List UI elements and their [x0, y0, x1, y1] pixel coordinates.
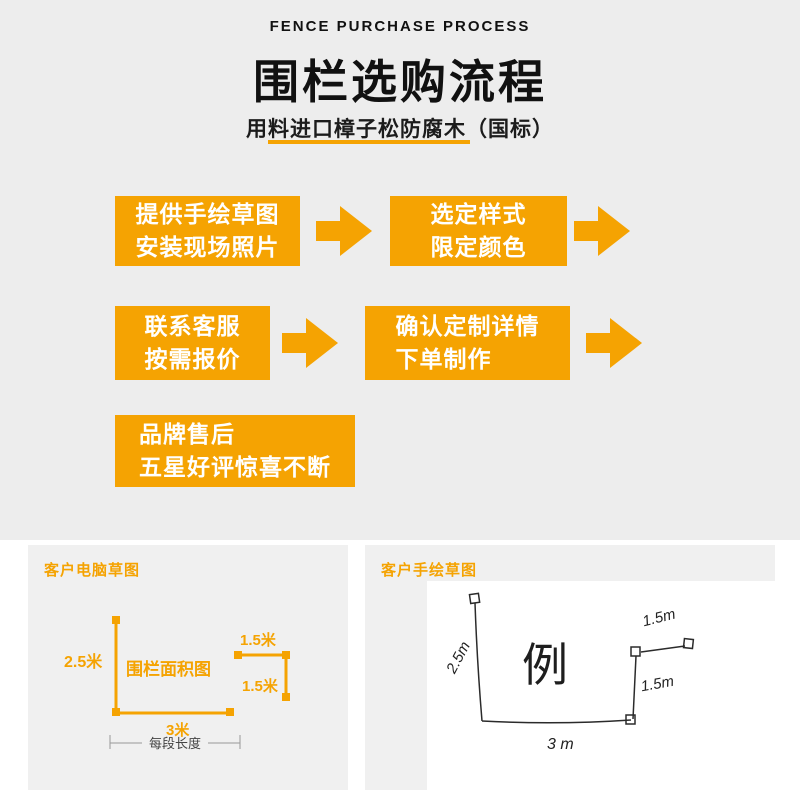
hand-line-left: [474, 602, 483, 722]
hand-post-square: [468, 592, 481, 605]
arrow-head: [610, 318, 642, 368]
eyebrow-text: FENCE PURCHASE PROCESS: [269, 18, 531, 35]
arrow-shaft: [282, 333, 306, 353]
post-square: [282, 693, 290, 701]
flow-step-5-text: 品牌售后 五星好评惊喜不断: [139, 418, 331, 485]
fence-outline: [114, 621, 288, 715]
flow-step-4-text: 确认定制详情 下单制作: [396, 310, 540, 377]
label-example-char: 例: [522, 639, 568, 691]
subtitle-underline: [268, 140, 470, 144]
label-segment-length: 每段长度: [149, 736, 201, 751]
hand-line-right: [632, 655, 637, 720]
flow-step-1-text: 提供手绘草图 安装现场照片: [136, 198, 280, 265]
flow-step-4-line-1: 确认定制详情: [395, 312, 540, 339]
label-left-length: 2.5米: [64, 652, 103, 671]
flow-step-2-text: 选定样式 限定颜色: [431, 198, 527, 265]
arrow-head: [598, 206, 630, 256]
flow-step-3-line-1: 联系客服: [144, 312, 241, 339]
hand-sketch-panel: 客户手绘草图 例 2.5m 3 m 1.5m 1.: [365, 545, 775, 790]
hand-line-top-right: [640, 645, 686, 653]
hand-post-square: [682, 637, 695, 650]
arrow-right-icon: [574, 206, 630, 256]
arrow-shaft: [574, 221, 598, 241]
arrow-head: [340, 206, 372, 256]
hand-label-bottom: 3 m: [547, 736, 574, 753]
flow-step-4-line-2: 下单制作: [395, 346, 492, 372]
arrow-shaft: [316, 221, 340, 241]
hand-post-square: [630, 646, 641, 657]
arrow-head: [306, 318, 338, 368]
fence-post-squares: [112, 616, 290, 716]
hand-fence-outline: [468, 592, 695, 725]
computer-sketch-labels: 2.5米 围栏面积图 1.5米 1.5米 3米: [64, 631, 279, 739]
hand-line-bottom: [481, 719, 632, 724]
hand-post-square: [625, 714, 636, 725]
post-square: [112, 616, 120, 624]
header-section: FENCE PURCHASE PROCESS 围栏选购流程 用料进口樟子松防腐木…: [0, 0, 800, 540]
post-square: [112, 708, 120, 716]
flow-step-2-line-1: 选定样式: [430, 200, 527, 227]
arrow-shaft: [586, 333, 610, 353]
label-right-length: 1.5米: [242, 677, 279, 695]
hand-label-top-right: 1.5m: [641, 606, 677, 631]
hand-sketch-title: 客户手绘草图: [381, 562, 478, 579]
arrow-right-icon: [586, 318, 642, 368]
flow-step-3: 联系客服 按需报价: [115, 306, 270, 380]
label-top-right-length: 1.5米: [240, 631, 277, 649]
arrow-right-icon: [282, 318, 338, 368]
flow-step-3-line-2: 按需报价: [144, 346, 241, 372]
flow-step-5-line-1: 品牌售后: [139, 420, 235, 447]
page-title: 围栏选购流程: [253, 56, 547, 108]
flow-step-3-text: 联系客服 按需报价: [145, 310, 241, 377]
post-square: [282, 651, 290, 659]
flow-step-2: 选定样式 限定颜色: [390, 196, 567, 266]
flow-step-2-line-2: 限定颜色: [430, 234, 527, 260]
flow-step-5: 品牌售后 五星好评惊喜不断: [115, 415, 355, 487]
subtitle-text: 用料进口樟子松防腐木（国标）: [246, 118, 554, 141]
hand-label-left: 2.5m: [443, 639, 474, 677]
label-bottom-length: 3米: [166, 721, 190, 739]
measure-bracket: [109, 735, 241, 749]
arrow-right-icon: [316, 206, 372, 256]
computer-sketch-diagram: 2.5米 围栏面积图 1.5米 1.5米 3米 每段长度: [64, 616, 290, 751]
label-area-title: 围栏面积图: [126, 659, 211, 679]
flow-step-5-line-2: 五星好评惊喜不断: [139, 454, 331, 480]
flow-step-1: 提供手绘草图 安装现场照片: [115, 196, 300, 266]
post-square: [226, 708, 234, 716]
computer-sketch-title: 客户电脑草图: [44, 562, 141, 579]
flow-step-1-line-1: 提供手绘草图: [135, 200, 280, 227]
post-square: [234, 651, 242, 659]
flow-step-4: 确认定制详情 下单制作: [365, 306, 570, 380]
hand-sketch-paper: 例 2.5m 3 m 1.5m 1.5m: [427, 581, 775, 790]
computer-sketch-panel: 客户电脑草图 2.5米 围栏面积图 1.5米 1.5米 3米: [28, 545, 348, 790]
flow-step-1-line-2: 安装现场照片: [135, 234, 280, 260]
hand-sketch-diagram: 例 2.5m 3 m 1.5m 1.5m: [443, 592, 695, 753]
hand-label-right: 1.5m: [639, 673, 675, 696]
